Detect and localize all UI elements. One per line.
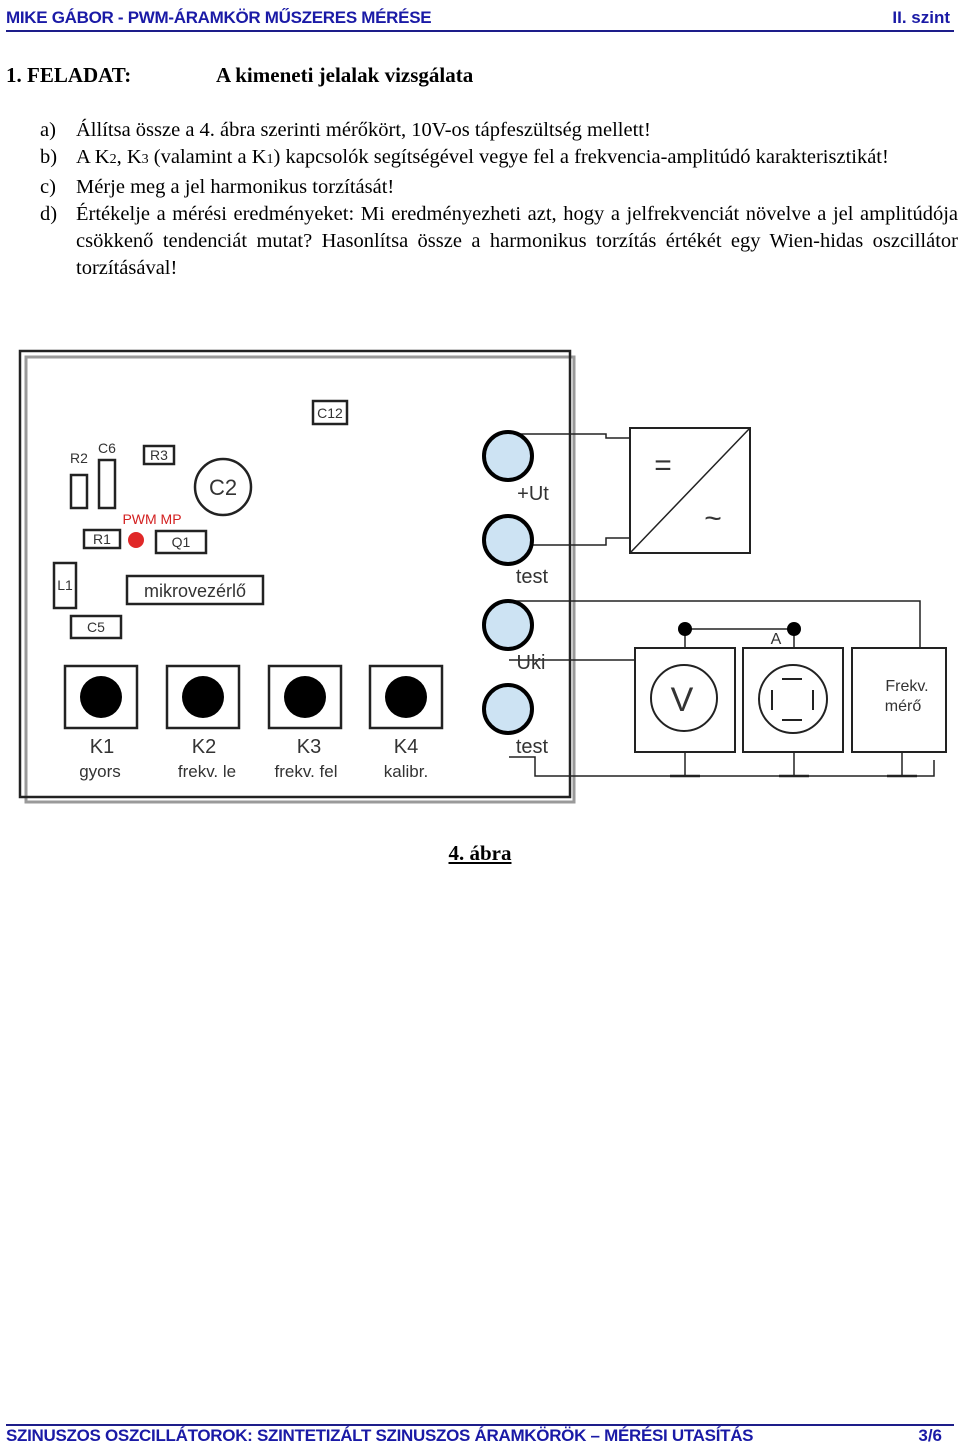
item-label: a) [40,119,56,141]
l1-label: L1 [57,577,73,593]
c6-component: C6 [97,440,117,510]
figure-caption: 4. ábra [448,841,512,865]
c2-component: C2 [193,457,253,517]
frequency-counter: Frekv. mérő [851,647,947,753]
button-function: frekv. le [178,762,236,781]
item-text: Mérje meg a jel harmonikus torzítását! [76,175,395,198]
junction-dot [678,622,692,636]
microcontroller: mikrovezérlő [125,574,265,606]
l1-component: L1 [52,561,78,610]
item-label: d) [40,202,58,225]
header-level: II. szint [892,8,950,27]
button-k3: K3 frekv. fel [267,664,343,781]
button-label: K3 [297,736,321,758]
terminal-test-2: test [482,683,549,758]
header-title: MIKE GÁBOR - PWM-ÁRAMKÖR MŰSZERES MÉRÉSE [6,8,432,27]
r2-label: R2 [70,450,88,466]
terminal-label: test [516,736,549,758]
q1-label: Q1 [172,534,191,550]
terminal-label: test [516,566,549,588]
item-text: Értékelje a mérési eredményeket: Mi ered… [76,202,958,280]
button-k2: K2 frekv. le [165,664,241,781]
q1-component: Q1 [154,529,208,555]
power-supply: = ~ [629,427,751,554]
voltmeter: V [634,647,736,753]
item-label: c) [40,175,56,198]
board-outline [18,349,576,804]
circuit-diagram: C12 R2 C6 R3 C2 PWM MP R1 Q1 L1 mikrovez… [18,349,947,804]
task-title: A kimeneti jelalak vizsgálata [216,63,474,87]
footer-title: SZINUSZOS OSZCILLÁTOROK: SZINTETIZÁLT SZ… [6,1426,754,1445]
pwm-test-point [128,532,144,548]
dc-symbol: = [654,449,672,482]
page-header: MIKE GÁBOR - PWM-ÁRAMKÖR MŰSZERES MÉRÉSE… [6,8,954,32]
terminal-ut: +Ut [482,430,549,505]
c12-component: C12 [311,399,349,426]
button-function: frekv. fel [275,762,338,781]
c12-label: C12 [317,405,343,421]
button-label: K2 [192,736,216,758]
pwm-mp-label: PWM MP [122,511,181,527]
ac-symbol: ~ [704,502,722,535]
button-k1: K1 gyors [63,664,139,781]
terminal-label: +Ut [517,483,549,505]
list-item: b) A K2, K3 (valamint a K1) kapcsolók se… [40,144,958,173]
item-label: b) [40,146,58,169]
terminal-uki: Uki [482,599,546,674]
terminal-test-1: test [482,514,549,588]
list-item: c) Mérje meg a jel harmonikus torzítását… [40,174,958,201]
item-text: A K2, K3 (valamint a K1) kapcsolók segít… [76,146,889,169]
oscilloscope [742,647,844,753]
button-function: kalibr. [384,762,428,781]
voltmeter-symbol: V [671,681,694,719]
freq-label-1: Frekv. [885,678,928,695]
junction-dot [787,622,801,636]
c5-label: C5 [87,619,105,635]
page-number: 3/6 [918,1426,942,1445]
button-label: K4 [394,736,418,758]
r3-label: R3 [150,447,168,463]
button-label: K1 [90,736,114,758]
r1-component: R1 [82,528,122,550]
c5-component: C5 [69,614,123,640]
page-footer: SZINUSZOS OSZCILLÁTOROK: SZINTETIZÁLT SZ… [6,1424,954,1448]
instruction-list: a) Állítsa össze a 4. ábra szerinti mérő… [40,117,958,283]
c2-label: C2 [209,475,237,500]
task-label: 1. FELADAT: [6,63,132,87]
r2-component: R2 [69,450,89,510]
list-item: a) Állítsa össze a 4. ábra szerinti mérő… [40,117,958,144]
mcu-label: mikrovezérlő [144,581,246,601]
r1-label: R1 [93,531,111,547]
terminal-label: Uki [517,652,546,674]
list-item: d) Értékelje a mérési eredményeket: Mi e… [40,201,958,283]
item-text: Állítsa össze a 4. ábra szerinti mérőkör… [76,119,651,141]
freq-label-2: mérő [885,698,922,715]
node-a-label: A [771,631,782,648]
r3-component: R3 [142,444,176,466]
button-function: gyors [79,762,121,781]
c6-label: C6 [98,440,116,456]
button-k4: K4 kalibr. [368,664,444,781]
